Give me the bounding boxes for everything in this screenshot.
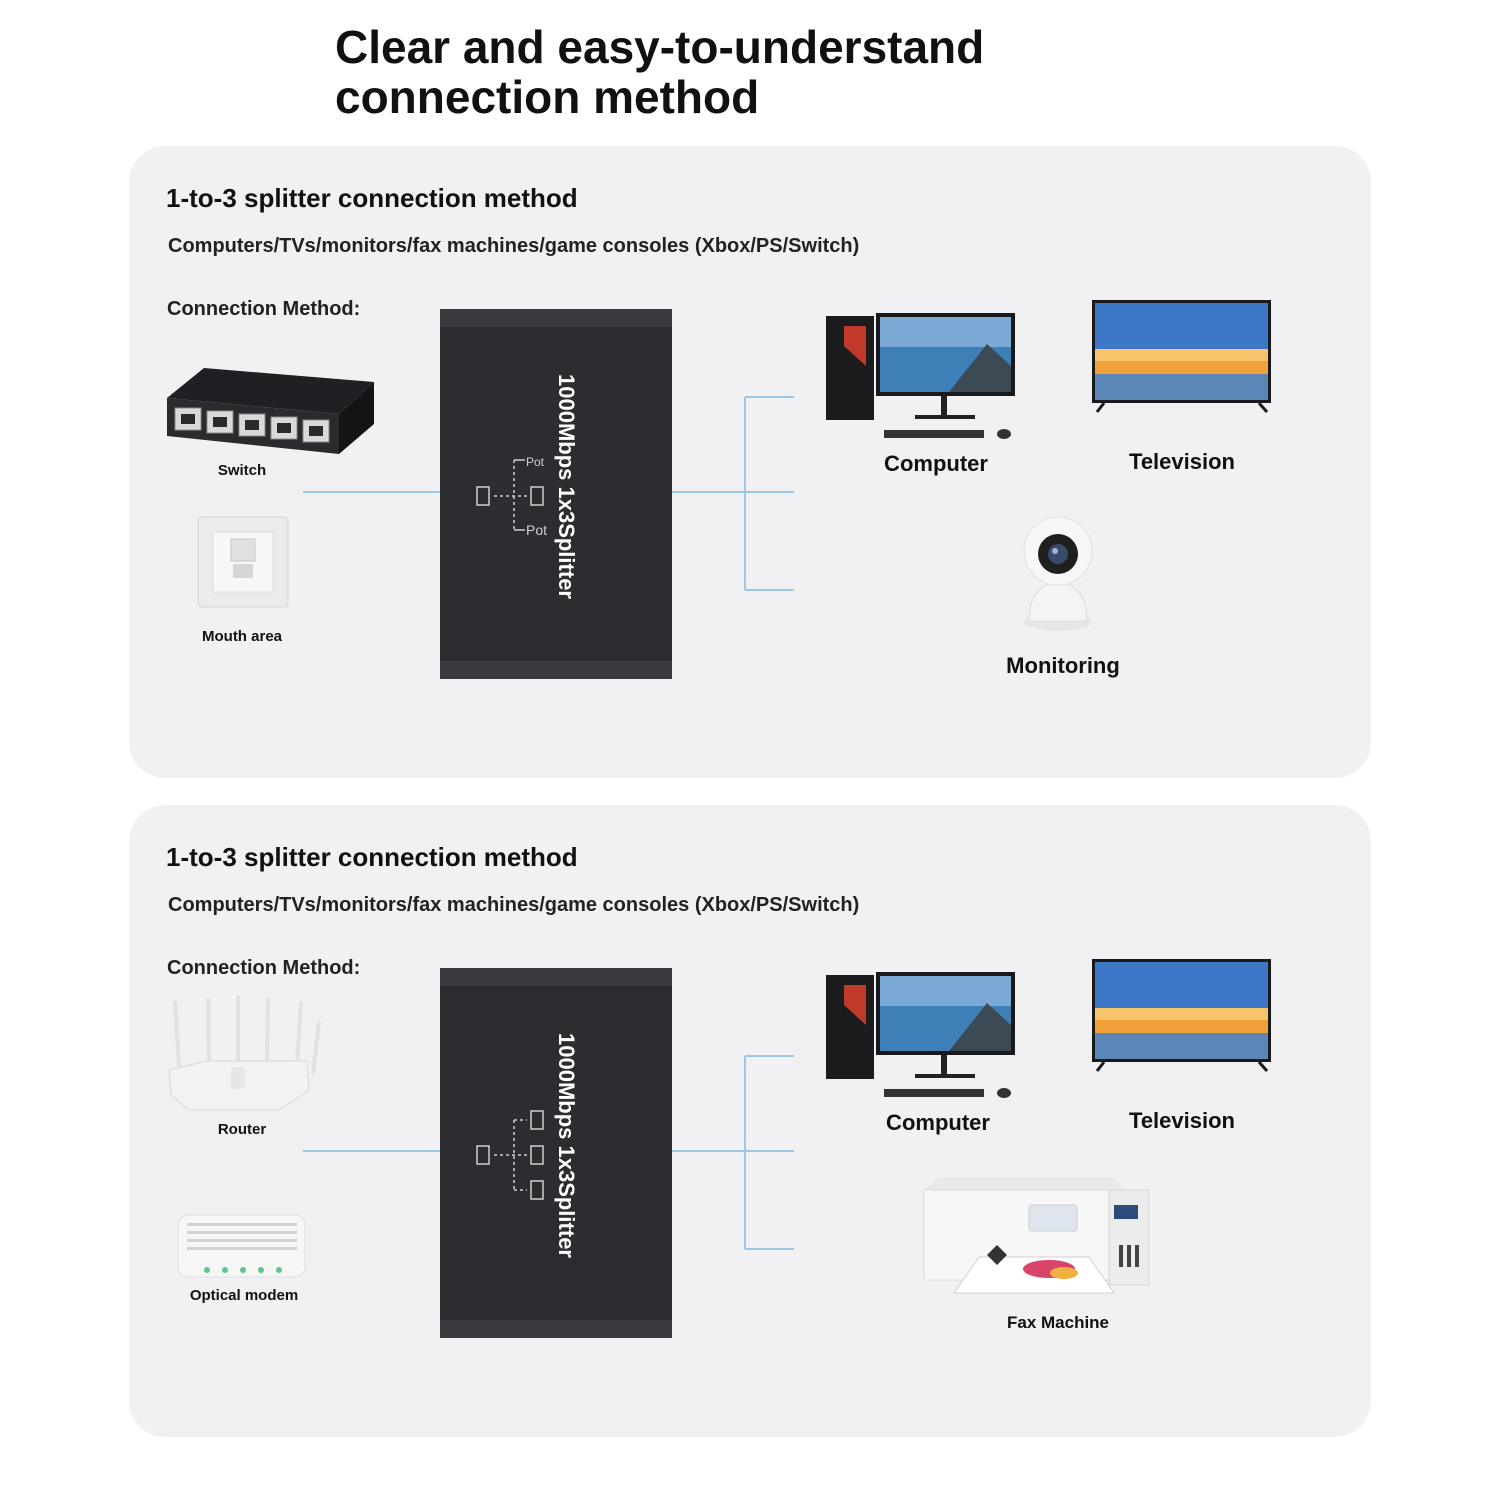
camera-icon bbox=[1023, 516, 1093, 631]
port-symbols bbox=[476, 459, 544, 531]
panel-1-method-label: Connection Method: bbox=[167, 298, 361, 320]
connector-lines bbox=[303, 396, 794, 591]
wall-socket-icon bbox=[197, 516, 289, 608]
computer-icon bbox=[826, 313, 1015, 439]
panel-2-heading: 1-to-3 splitter connection method bbox=[166, 842, 578, 872]
panel-router-setup: 1000Mbps 1x3Splitter bbox=[129, 805, 1371, 1437]
connector-lines bbox=[303, 1055, 794, 1250]
computer-icon bbox=[826, 972, 1015, 1098]
printer-icon bbox=[923, 1177, 1150, 1294]
page-title-line-2: connection method bbox=[335, 71, 760, 123]
label-computer: Computer bbox=[884, 451, 988, 476]
splitter-device: 1000Mbps 1x3Splitter bbox=[440, 968, 672, 1338]
television-icon bbox=[1092, 300, 1271, 413]
splitter-label: 1000Mbps 1x3Splitter bbox=[554, 374, 579, 599]
panel-2-method-label: Connection Method: bbox=[167, 957, 361, 979]
port-symbols bbox=[476, 1110, 544, 1200]
splitter-label: 1000Mbps 1x3Splitter bbox=[554, 1033, 579, 1258]
panel-2-subtitle: Computers/TVs/monitors/fax machines/game… bbox=[168, 894, 860, 916]
network-switch-icon bbox=[167, 368, 374, 454]
television-icon bbox=[1092, 959, 1271, 1072]
label-television: Television bbox=[1129, 1108, 1235, 1133]
panel-1-diagram: 1000Mbps 1x3Splitter Pot Pot bbox=[167, 300, 1271, 679]
page-title-line-1: Clear and easy-to-understand bbox=[335, 21, 985, 73]
port-label-top: Pot bbox=[526, 455, 545, 469]
port-label-bottom: Pot bbox=[526, 522, 547, 538]
label-fax-machine: Fax Machine bbox=[1006, 1313, 1110, 1332]
label-monitoring: Monitoring bbox=[1006, 653, 1120, 678]
label-router: Router bbox=[217, 1121, 267, 1138]
splitter-device: 1000Mbps 1x3Splitter Pot Pot bbox=[440, 309, 672, 679]
label-switch: Switch bbox=[217, 462, 267, 479]
panel-2-diagram: 1000Mbps 1x3Splitter bbox=[168, 959, 1271, 1338]
panel-1-heading: 1-to-3 splitter connection method bbox=[166, 183, 578, 213]
optical-modem-icon bbox=[177, 1214, 306, 1278]
label-mouth-area: Mouth area bbox=[201, 628, 283, 645]
label-computer: Computer bbox=[886, 1110, 990, 1135]
label-optical-modem: Optical modem bbox=[189, 1287, 299, 1304]
panel-1-subtitle: Computers/TVs/monitors/fax machines/game… bbox=[168, 235, 860, 257]
router-icon bbox=[168, 995, 321, 1111]
label-television: Television bbox=[1129, 449, 1235, 474]
page-title: Clear and easy-to-understand connection … bbox=[335, 22, 984, 122]
panel-switch-setup: 1000Mbps 1x3Splitter Pot Pot bbox=[129, 146, 1371, 778]
